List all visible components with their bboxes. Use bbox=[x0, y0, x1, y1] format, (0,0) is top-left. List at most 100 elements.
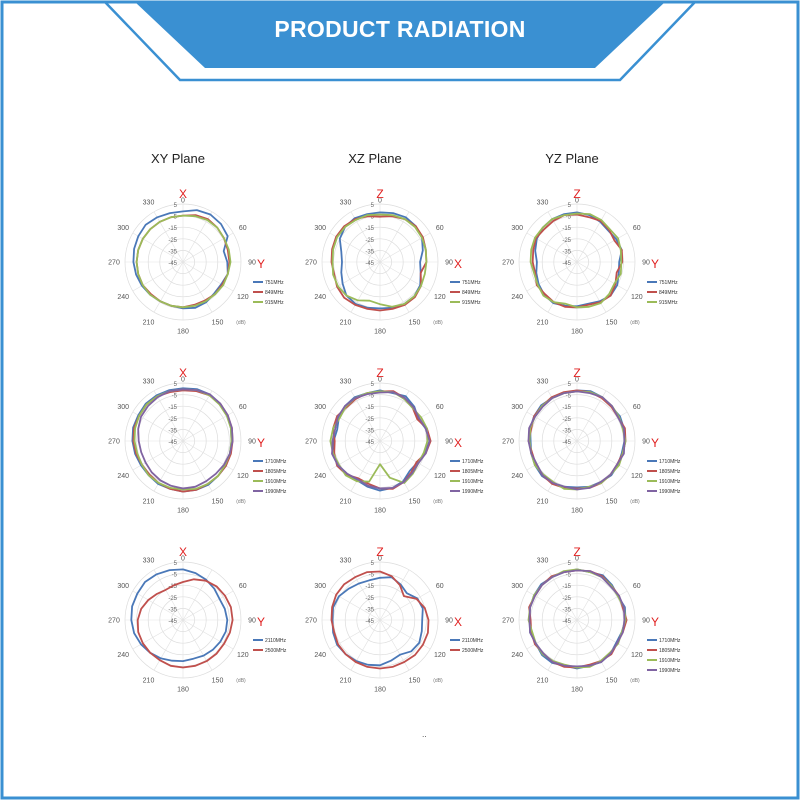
legend-label: 1910MHz bbox=[462, 479, 484, 485]
angle-tick-label: 300 bbox=[511, 404, 523, 411]
radial-tick-label: -15 bbox=[365, 584, 374, 590]
angle-tick-label: 330 bbox=[340, 379, 352, 386]
angle-tick-label: 0 bbox=[378, 198, 382, 205]
legend-label: 2110MHz bbox=[462, 638, 484, 644]
grid-spoke bbox=[182, 261, 213, 313]
legend-label: 2500MHz bbox=[265, 648, 287, 654]
angle-tick-label: 150 bbox=[409, 498, 421, 505]
angle-tick-label: 90 bbox=[642, 618, 650, 625]
radial-tick-label: -35 bbox=[168, 607, 177, 613]
series-line bbox=[331, 389, 431, 492]
grid-spoke bbox=[182, 390, 213, 442]
angle-tick-label: 330 bbox=[340, 200, 352, 207]
legend-label: 1990MHz bbox=[265, 489, 287, 495]
radial-tick-label: -35 bbox=[168, 249, 177, 255]
chart-title: XY Plane bbox=[151, 151, 205, 166]
grid-spoke bbox=[379, 211, 410, 263]
angle-tick-label: 180 bbox=[571, 687, 583, 694]
radial-tick-label: -5 bbox=[566, 215, 572, 221]
angle-tick-label: 120 bbox=[631, 294, 643, 301]
angle-tick-label: 90 bbox=[445, 260, 453, 267]
angle-tick-label: 240 bbox=[117, 652, 129, 659]
angle-tick-label: 210 bbox=[143, 319, 155, 326]
right-axis-label: Y bbox=[257, 436, 265, 450]
radial-tick-label: -45 bbox=[168, 619, 177, 625]
angle-tick-label: 210 bbox=[537, 677, 549, 684]
top-axis-label: X bbox=[179, 545, 187, 559]
grid-spoke bbox=[182, 440, 213, 492]
angle-tick-label: 120 bbox=[631, 473, 643, 480]
grid-spoke bbox=[132, 232, 184, 263]
radial-tick-label: -25 bbox=[168, 417, 177, 423]
angle-tick-label: 180 bbox=[374, 508, 386, 515]
grid-spoke bbox=[182, 619, 213, 671]
angle-tick-label: 150 bbox=[212, 498, 224, 505]
right-axis-label: X bbox=[454, 257, 462, 271]
radial-tick-label: -15 bbox=[168, 226, 177, 232]
angle-tick-label: 210 bbox=[537, 498, 549, 505]
legend-label: 1990MHz bbox=[659, 668, 681, 674]
legend-label: 915MHz bbox=[659, 300, 678, 306]
angle-tick-label: 180 bbox=[571, 508, 583, 515]
radial-tick-label: -25 bbox=[365, 238, 374, 244]
right-axis-label: Y bbox=[651, 257, 659, 271]
legend-label: 2500MHz bbox=[462, 648, 484, 654]
legend-label: 1710MHz bbox=[265, 459, 287, 465]
angle-tick-label: 0 bbox=[575, 377, 579, 384]
angle-tick-label: 150 bbox=[606, 319, 618, 326]
top-axis-label: Z bbox=[376, 187, 383, 201]
radial-tick-label: -15 bbox=[562, 584, 571, 590]
top-axis-label: Z bbox=[573, 545, 580, 559]
series-line bbox=[331, 213, 428, 308]
radial-tick-label: -45 bbox=[365, 261, 374, 267]
radial-tick-label: -35 bbox=[168, 428, 177, 434]
angle-tick-label: 240 bbox=[314, 473, 326, 480]
radial-tick-label: -45 bbox=[365, 440, 374, 446]
header-banner-outline bbox=[104, 1, 696, 82]
series-line bbox=[528, 569, 626, 668]
angle-tick-label: 150 bbox=[409, 677, 421, 684]
radial-tick-label: 5 bbox=[568, 561, 572, 567]
grid-spoke bbox=[350, 569, 381, 621]
radial-tick-label: -45 bbox=[562, 261, 571, 267]
page-title: PRODUCT RADIATION bbox=[274, 16, 526, 42]
angle-tick-label: 90 bbox=[248, 260, 256, 267]
angle-tick-label: 120 bbox=[237, 473, 249, 480]
series-line bbox=[136, 578, 234, 669]
series-line bbox=[137, 388, 234, 490]
series-line bbox=[534, 211, 623, 308]
radial-tick-label: -45 bbox=[562, 619, 571, 625]
grid-spoke bbox=[526, 261, 578, 292]
legend-label: 849MHz bbox=[659, 290, 678, 296]
radial-tick-label: 5 bbox=[568, 203, 572, 209]
angle-tick-label: 210 bbox=[143, 677, 155, 684]
angle-tick-label: 300 bbox=[511, 225, 523, 232]
grid-spoke bbox=[379, 569, 410, 621]
grid-spoke bbox=[182, 619, 234, 650]
angle-tick-label: 270 bbox=[502, 439, 514, 446]
angle-tick-label: 60 bbox=[633, 404, 641, 411]
angle-tick-label: 0 bbox=[181, 556, 185, 563]
angle-tick-label: 0 bbox=[575, 556, 579, 563]
angle-tick-label: 330 bbox=[537, 379, 549, 386]
units-label: (dB) bbox=[630, 499, 640, 505]
radial-tick-label: -35 bbox=[365, 607, 374, 613]
radial-tick-label: -15 bbox=[365, 405, 374, 411]
radial-tick-label: -5 bbox=[369, 394, 375, 400]
angle-tick-label: 240 bbox=[117, 473, 129, 480]
angle-tick-label: 120 bbox=[434, 473, 446, 480]
grid-spoke bbox=[379, 261, 431, 292]
angle-tick-label: 210 bbox=[537, 319, 549, 326]
grid-spoke bbox=[153, 390, 184, 442]
radial-tick-label: 5 bbox=[371, 382, 375, 388]
series-line bbox=[135, 214, 232, 309]
radial-tick-label: -45 bbox=[365, 619, 374, 625]
angle-tick-label: 120 bbox=[631, 652, 643, 659]
angle-tick-label: 60 bbox=[239, 225, 247, 232]
radial-tick-label: 5 bbox=[371, 561, 375, 567]
radial-tick-label: -25 bbox=[562, 238, 571, 244]
angle-tick-label: 0 bbox=[575, 198, 579, 205]
